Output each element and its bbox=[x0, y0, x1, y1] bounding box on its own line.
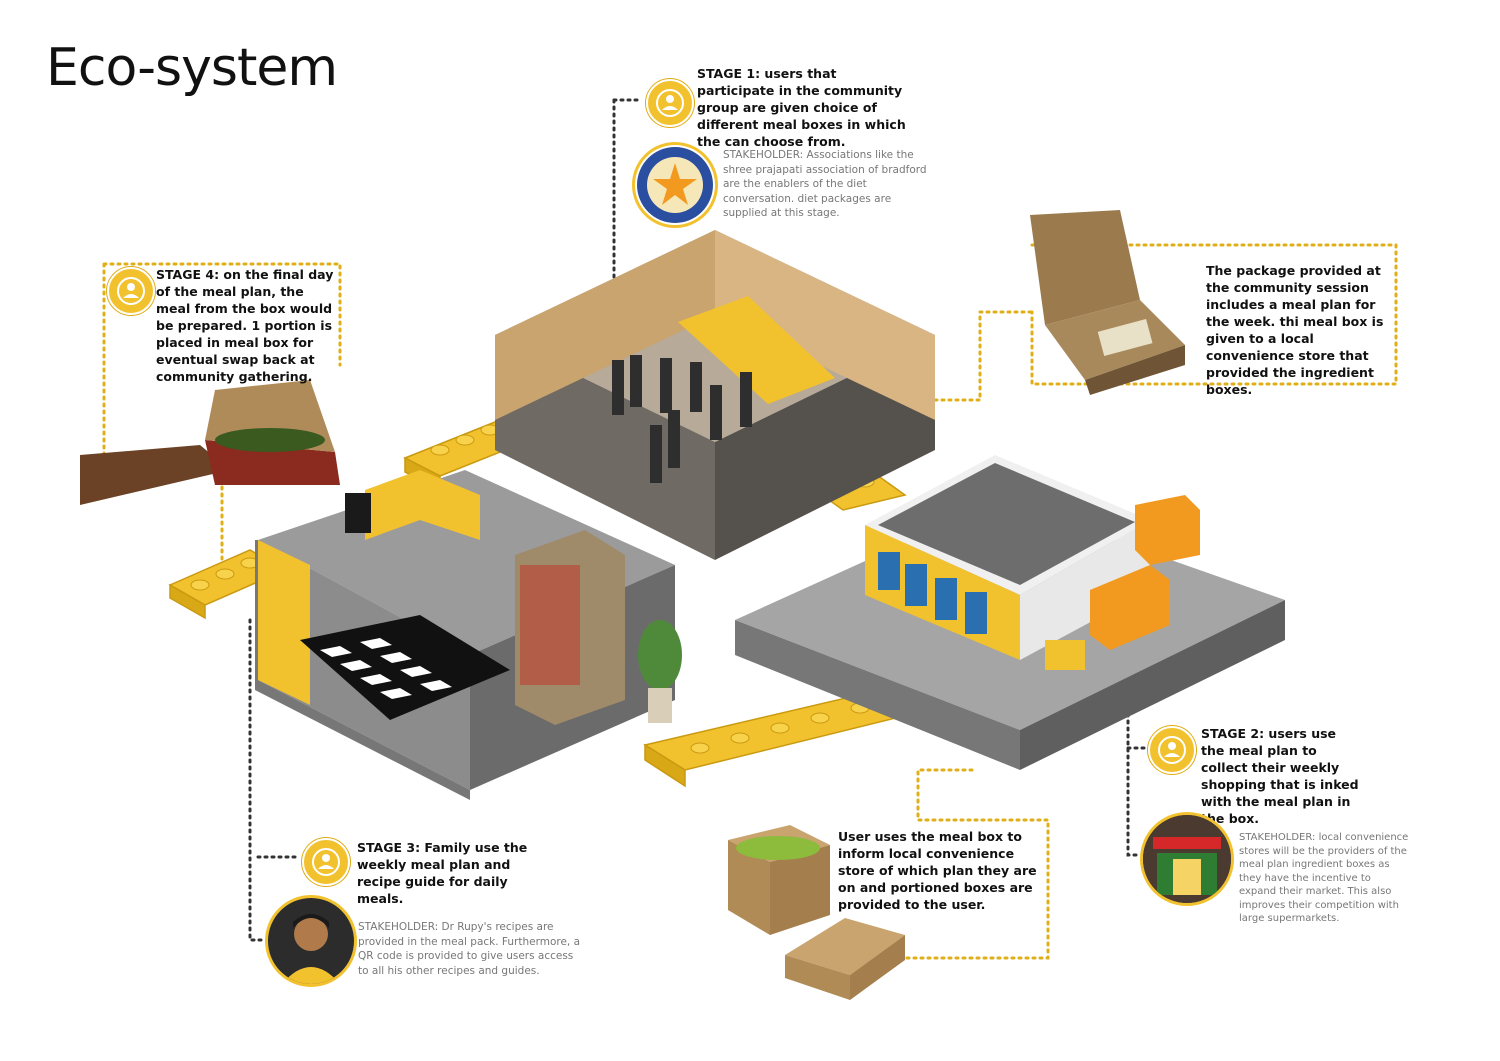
ingredient-crates bbox=[728, 825, 905, 1000]
stage2-user-icon bbox=[1148, 726, 1196, 774]
stage4-user-icon bbox=[107, 267, 155, 315]
stage3-text: STAGE 3: Family use the weekly meal plan… bbox=[357, 840, 528, 906]
stage3-stakeholder: STAKEHOLDER: Dr Rupy's recipes are provi… bbox=[358, 921, 581, 977]
kitchen-room bbox=[255, 470, 682, 800]
association-seal-logo bbox=[632, 142, 718, 228]
community-room bbox=[495, 230, 935, 560]
open-meal-package bbox=[1030, 210, 1185, 395]
dr-rupy-photo bbox=[265, 895, 357, 987]
mealbox-inform-note: User uses the meal box to inform local c… bbox=[838, 829, 1037, 912]
dotted-connectors bbox=[102, 98, 1398, 960]
stage1-text: STAGE 1: users that participate in the c… bbox=[697, 66, 906, 149]
page-title: Eco-system bbox=[46, 38, 338, 98]
convenience-store bbox=[735, 455, 1285, 770]
stage1-stakeholder: STAKEHOLDER: Associations like the shree… bbox=[723, 149, 927, 219]
stage2-stakeholder: STAKEHOLDER: local convenience stores wi… bbox=[1239, 832, 1409, 924]
hand-meal-box bbox=[80, 380, 340, 505]
stage1-user-icon bbox=[646, 79, 694, 127]
package-note: The package provided at the community se… bbox=[1206, 263, 1384, 397]
stage4-text: STAGE 4: on the final day of the meal pl… bbox=[156, 267, 334, 384]
stage2-text: STAGE 2: users use the meal plan to coll… bbox=[1201, 726, 1359, 826]
stage3-user-icon bbox=[302, 838, 350, 886]
spar-store-photo bbox=[1140, 812, 1234, 906]
